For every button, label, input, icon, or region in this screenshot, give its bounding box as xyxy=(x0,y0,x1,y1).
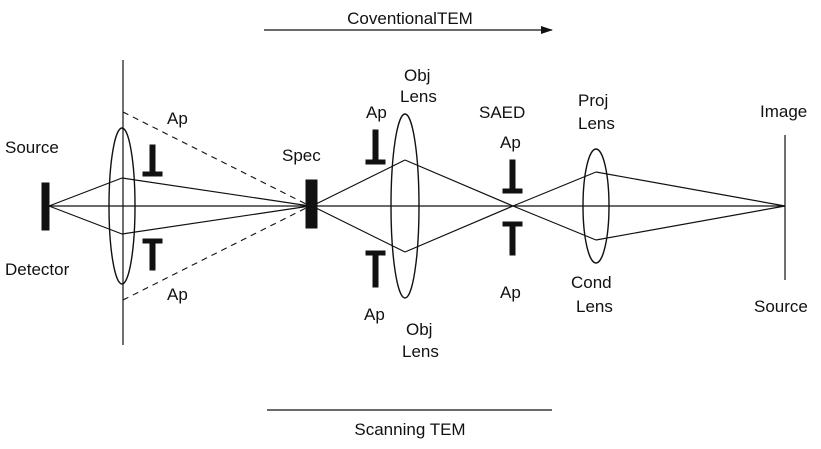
dashed-cone-upper xyxy=(122,111,311,207)
ray-left-lower-a xyxy=(48,205,123,235)
label-proj-lens-1: Proj xyxy=(578,91,608,110)
label-source-right: Source xyxy=(754,297,808,316)
label-ap-lower-left: Ap xyxy=(167,285,188,304)
label-ap-upper-obj: Ap xyxy=(366,103,387,122)
label-saed: SAED xyxy=(479,103,525,122)
label-cond-lens-1: Cond xyxy=(571,273,612,292)
ray-spec-lower xyxy=(311,205,406,253)
label-obj-lens-top-1: Obj xyxy=(404,66,430,85)
ray-proj-lower xyxy=(595,205,786,241)
projector-lens xyxy=(582,148,610,264)
conventional-tem-label: CoventionalTEM xyxy=(347,9,473,28)
label-cond-lens-2: Lens xyxy=(576,297,613,316)
ray-spec-upper xyxy=(311,159,406,207)
dashed-cone-lower xyxy=(122,205,311,301)
aperture-lower-left xyxy=(142,238,163,271)
scanning-tem-label: Scanning TEM xyxy=(354,420,465,439)
ray-left-lower-b xyxy=(121,205,311,235)
objective-lens xyxy=(390,113,420,299)
ray-saed-lower xyxy=(512,205,597,241)
aperture-lower-obj xyxy=(365,250,386,288)
label-saed-ap: Ap xyxy=(500,133,521,152)
ray-left-upper-a xyxy=(48,177,123,207)
aperture-saed-upper xyxy=(502,159,523,194)
label-obj-lens-top-2: Lens xyxy=(400,87,437,106)
label-ap-upper-left: Ap xyxy=(167,109,188,128)
aperture-saed-lower xyxy=(502,221,523,256)
left-lens xyxy=(108,127,136,285)
label-source-left: Source xyxy=(5,138,59,157)
ray-proj-upper xyxy=(595,171,786,207)
aperture-upper-left xyxy=(142,144,163,177)
ray-obj-upper xyxy=(404,159,514,207)
label-spec: Spec xyxy=(282,146,321,165)
ray-left-upper-b xyxy=(121,177,311,207)
label-obj-lens-bottom-2: Lens xyxy=(402,342,439,361)
ray-saed-upper xyxy=(512,171,597,207)
aperture-upper-obj xyxy=(365,129,386,165)
ray-obj-lower xyxy=(404,205,514,253)
source-detector-bar xyxy=(41,182,50,231)
label-ap-lower-saed: Ap xyxy=(500,283,521,302)
label-proj-lens-2: Lens xyxy=(578,114,615,133)
label-obj-lens-bottom-1: Obj xyxy=(406,320,432,339)
label-image: Image xyxy=(760,102,807,121)
label-ap-lower-obj: Ap xyxy=(364,305,385,324)
label-detector: Detector xyxy=(5,260,70,279)
